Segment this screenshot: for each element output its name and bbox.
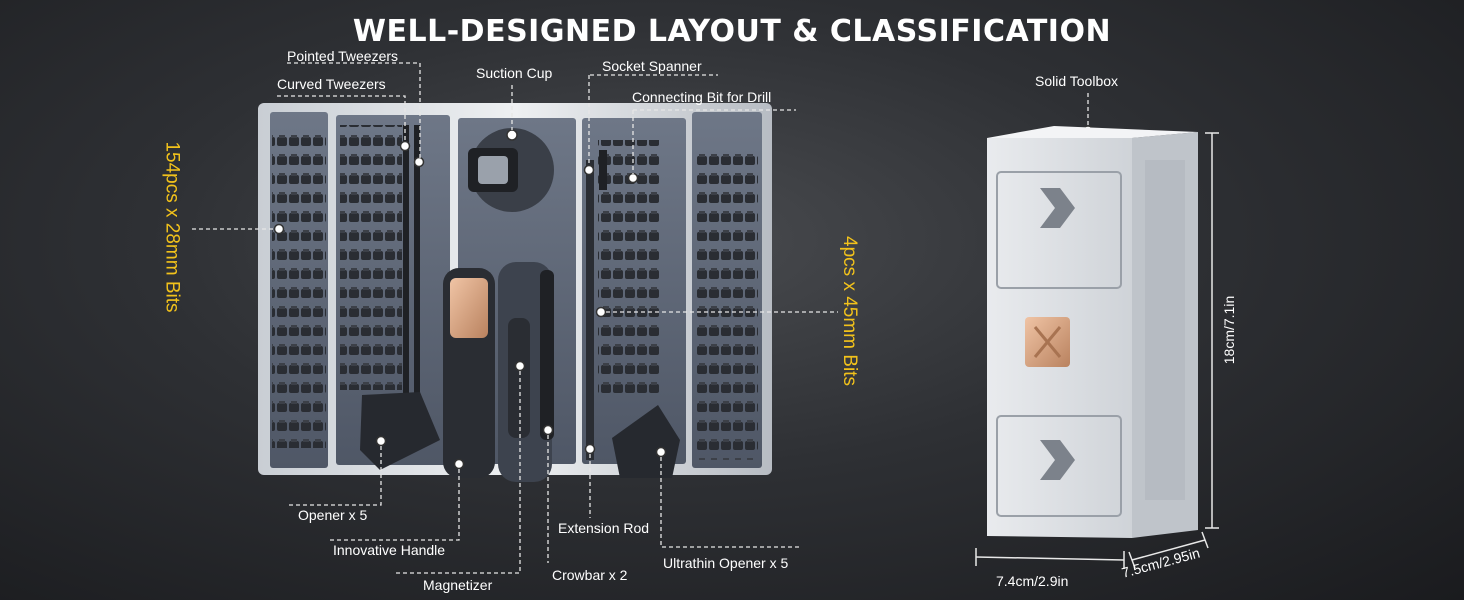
label-innovative-handle: Innovative Handle [333,542,446,558]
label-curved-tweezers: Curved Tweezers [277,76,386,92]
magnetizer [508,318,530,438]
dimension-height: 18cm/7.1in [1221,295,1238,365]
label-socket-spanner: Socket Spanner [602,58,702,74]
ultrathin-opener [612,405,680,478]
label-28mm-bits: 154pcs x 28mm Bits [161,141,183,313]
label-extension-rod: Extension Rod [558,520,650,536]
label-pointed-tweezers: Pointed Tweezers [287,48,399,64]
label-suction-cup: Suction Cup [476,65,553,81]
tweezers-1 [403,125,409,395]
bit-rows-second [340,125,402,390]
extension-rod [586,160,594,460]
crowbar [540,270,554,440]
label-solid-toolbox: Solid Toolbox [1035,73,1119,89]
bit-rows-left [272,128,326,448]
label-crowbar: Crowbar x 2 [552,567,628,583]
tweezers-2 [414,125,420,415]
label-ultrathin-opener: Ultrathin Opener x 5 [663,555,789,571]
bit-rows-right [696,150,758,460]
dimension-width: 7.4cm/2.9in [996,573,1069,589]
label-45mm-bits: 4pcs x 45mm Bits [838,236,860,386]
bit-rows-fourth [598,140,660,400]
label-opener: Opener x 5 [298,507,368,523]
page-title: WELL-DESIGNED LAYOUT & CLASSIFICATION [352,14,1112,49]
opener-pick [360,392,440,470]
label-magnetizer: Magnetizer [423,577,493,593]
label-connecting-bit: Connecting Bit for Drill [632,89,772,105]
closed-toolbox [987,126,1198,538]
open-toolkit-case [258,103,772,482]
